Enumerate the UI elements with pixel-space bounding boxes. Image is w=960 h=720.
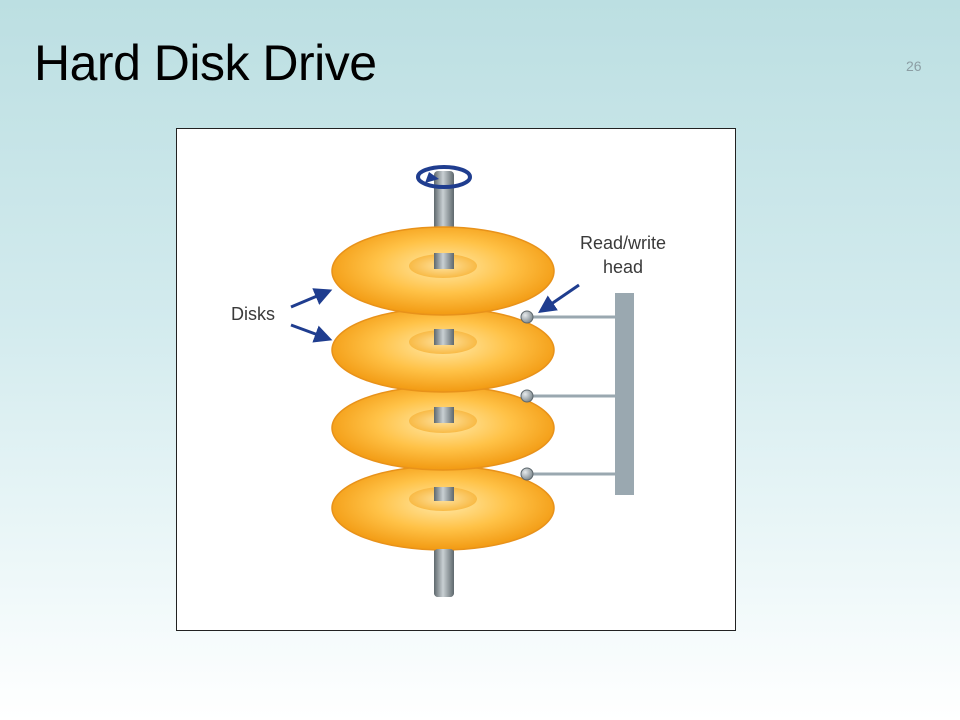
head-arrow-icon: [538, 283, 580, 314]
hard-disk-diagram: Disks Read/write head: [176, 128, 736, 631]
rotation-arrow-icon: [416, 165, 472, 189]
slide-number: 26: [906, 58, 922, 74]
disks-arrow-bottom-icon: [290, 323, 333, 343]
actuator-bar: [615, 293, 634, 495]
diagram-canvas: Disks Read/write head: [231, 165, 666, 597]
read-write-label-line1: Read/write: [580, 233, 666, 253]
disk-platter-2: [331, 307, 555, 393]
read-write-head-icon: [520, 389, 534, 403]
read-write-arm-2: [520, 389, 617, 403]
read-write-arm-3: [520, 467, 617, 481]
disk-platter-1: [331, 226, 555, 316]
disk-platter-4: [331, 465, 555, 551]
read-write-head-icon: [520, 467, 534, 481]
read-write-head-icon: [520, 310, 534, 324]
read-write-label-line2: head: [603, 257, 643, 277]
slide-title: Hard Disk Drive: [34, 35, 377, 91]
read-write-arm-1: [520, 310, 617, 324]
spindle-bottom: [434, 549, 454, 597]
disks-label: Disks: [231, 304, 275, 324]
disk-platter-3: [331, 385, 555, 471]
disks-arrow-top-icon: [290, 288, 333, 309]
